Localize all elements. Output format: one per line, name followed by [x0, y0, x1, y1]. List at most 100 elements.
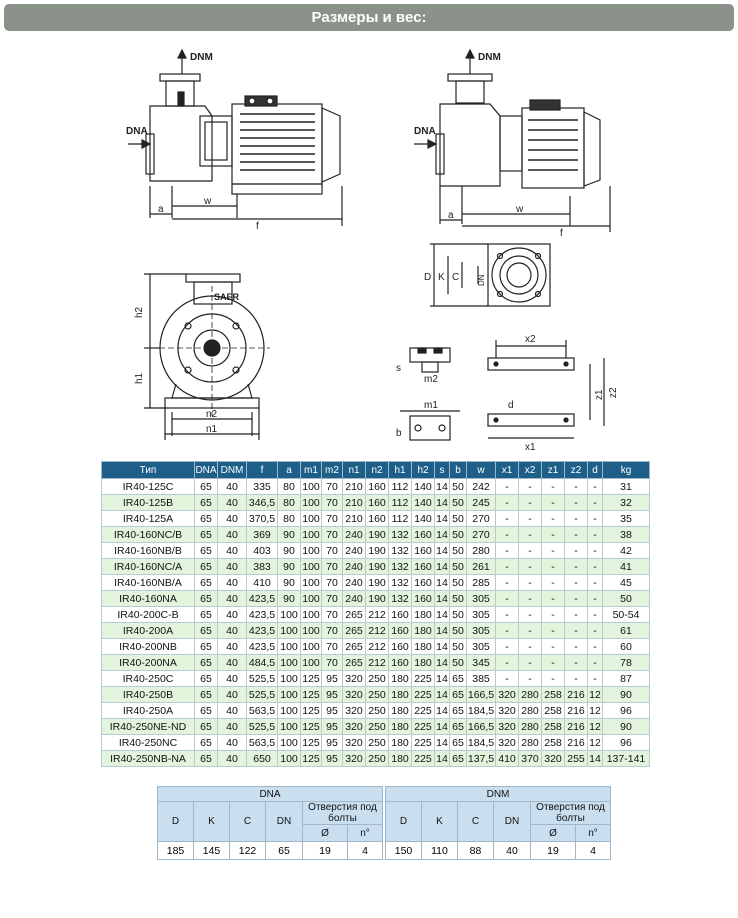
table-cell: 100 [277, 654, 301, 671]
table-cell: 14 [434, 494, 450, 511]
table-cell: - [564, 574, 588, 591]
table-cell: 65 [449, 718, 467, 735]
table-cell: 320 [342, 686, 366, 703]
table-cell: 180 [411, 606, 435, 623]
table-cell: 40 [217, 574, 247, 591]
table-cell: 14 [587, 750, 603, 767]
table-cell: 225 [411, 702, 435, 719]
table-cell: 78 [602, 654, 650, 671]
table-cell: - [587, 638, 603, 655]
table-cell: - [564, 494, 588, 511]
column-header: m1 [300, 461, 322, 479]
table-cell: - [564, 606, 588, 623]
table-cell: 320 [342, 750, 366, 767]
table-cell: 65 [194, 750, 218, 767]
flange-column-header: K [421, 801, 458, 842]
table-cell: 70 [321, 622, 343, 639]
section-title: Размеры и вес: [4, 4, 734, 31]
table-cell: 100 [277, 734, 301, 751]
table-cell: IR40-250B [101, 686, 195, 703]
table-cell: 125 [300, 702, 322, 719]
table-cell: - [564, 478, 588, 495]
flange-table-title: DNA [157, 786, 383, 802]
table-cell: 320 [342, 702, 366, 719]
table-cell: 50-54 [602, 606, 650, 623]
flange-drawing: D K C DN [424, 243, 551, 307]
table-cell: 180 [411, 654, 435, 671]
table-cell: 12 [587, 718, 603, 735]
table-cell: 320 [342, 718, 366, 735]
dim-z2-label: z2 [608, 387, 619, 398]
table-cell: 100 [300, 494, 322, 511]
table-cell: 258 [541, 734, 565, 751]
table-cell: 212 [365, 654, 389, 671]
table-cell: 14 [434, 670, 450, 687]
bolt-holes-subheader: n° [575, 824, 611, 842]
table-cell: IR40-160NC/B [101, 526, 195, 543]
table-cell: 70 [321, 606, 343, 623]
table-cell: 65 [194, 510, 218, 527]
table-cell: 369 [246, 526, 278, 543]
table-cell: - [541, 654, 565, 671]
dim-x1-label: x1 [525, 442, 536, 453]
table-cell: 50 [449, 558, 467, 575]
flange-column-header: C [457, 801, 494, 842]
dim-f-label-2: f [560, 228, 563, 239]
bolt-holes-header: Отверстия под болты [530, 801, 611, 825]
table-cell: 50 [449, 526, 467, 543]
table-cell: IR40-125B [101, 494, 195, 511]
table-cell: 40 [217, 638, 247, 655]
table-cell: - [587, 542, 603, 559]
table-cell: 261 [466, 558, 496, 575]
table-cell: - [587, 654, 603, 671]
table-cell: 125 [300, 686, 322, 703]
column-header: z1 [541, 461, 565, 479]
table-cell: - [564, 542, 588, 559]
table-cell: 320 [495, 702, 519, 719]
dim-d-label: d [508, 400, 514, 411]
flange-value-cell: 19 [530, 841, 576, 860]
table-cell: 280 [518, 686, 542, 703]
column-header: x2 [518, 461, 542, 479]
table-cell: IR40-250C [101, 670, 195, 687]
table-cell: 90 [602, 718, 650, 735]
column-header: b [449, 461, 467, 479]
table-cell: 525,5 [246, 718, 278, 735]
table-cell: 14 [434, 654, 450, 671]
flange-value-cell: 150 [385, 841, 422, 860]
table-cell: 40 [217, 542, 247, 559]
bolt-holes-subheader: n° [347, 824, 383, 842]
flange-column-header: DN [265, 801, 303, 842]
table-cell: - [518, 542, 542, 559]
table-cell: 160 [411, 590, 435, 607]
table-cell: 42 [602, 542, 650, 559]
table-cell: 14 [434, 734, 450, 751]
flange-d-label: D [424, 272, 431, 283]
dim-w-label-2: w [515, 204, 524, 215]
table-cell: - [541, 542, 565, 559]
table-cell: 40 [217, 478, 247, 495]
table-cell: 320 [541, 750, 565, 767]
table-cell: 216 [564, 702, 588, 719]
table-cell: 50 [449, 574, 467, 591]
table-cell: 423,5 [246, 590, 278, 607]
table-cell: 100 [300, 654, 322, 671]
table-cell: 70 [321, 558, 343, 575]
table-cell: 70 [321, 590, 343, 607]
table-cell: 40 [217, 702, 247, 719]
table-cell: 90 [602, 686, 650, 703]
flange-dn-label: DN [477, 274, 486, 286]
table-cell: - [564, 670, 588, 687]
table-cell: 100 [300, 638, 322, 655]
dna-label: DNA [126, 126, 148, 137]
dim-z1-label: z1 [594, 389, 605, 400]
table-cell: 70 [321, 510, 343, 527]
